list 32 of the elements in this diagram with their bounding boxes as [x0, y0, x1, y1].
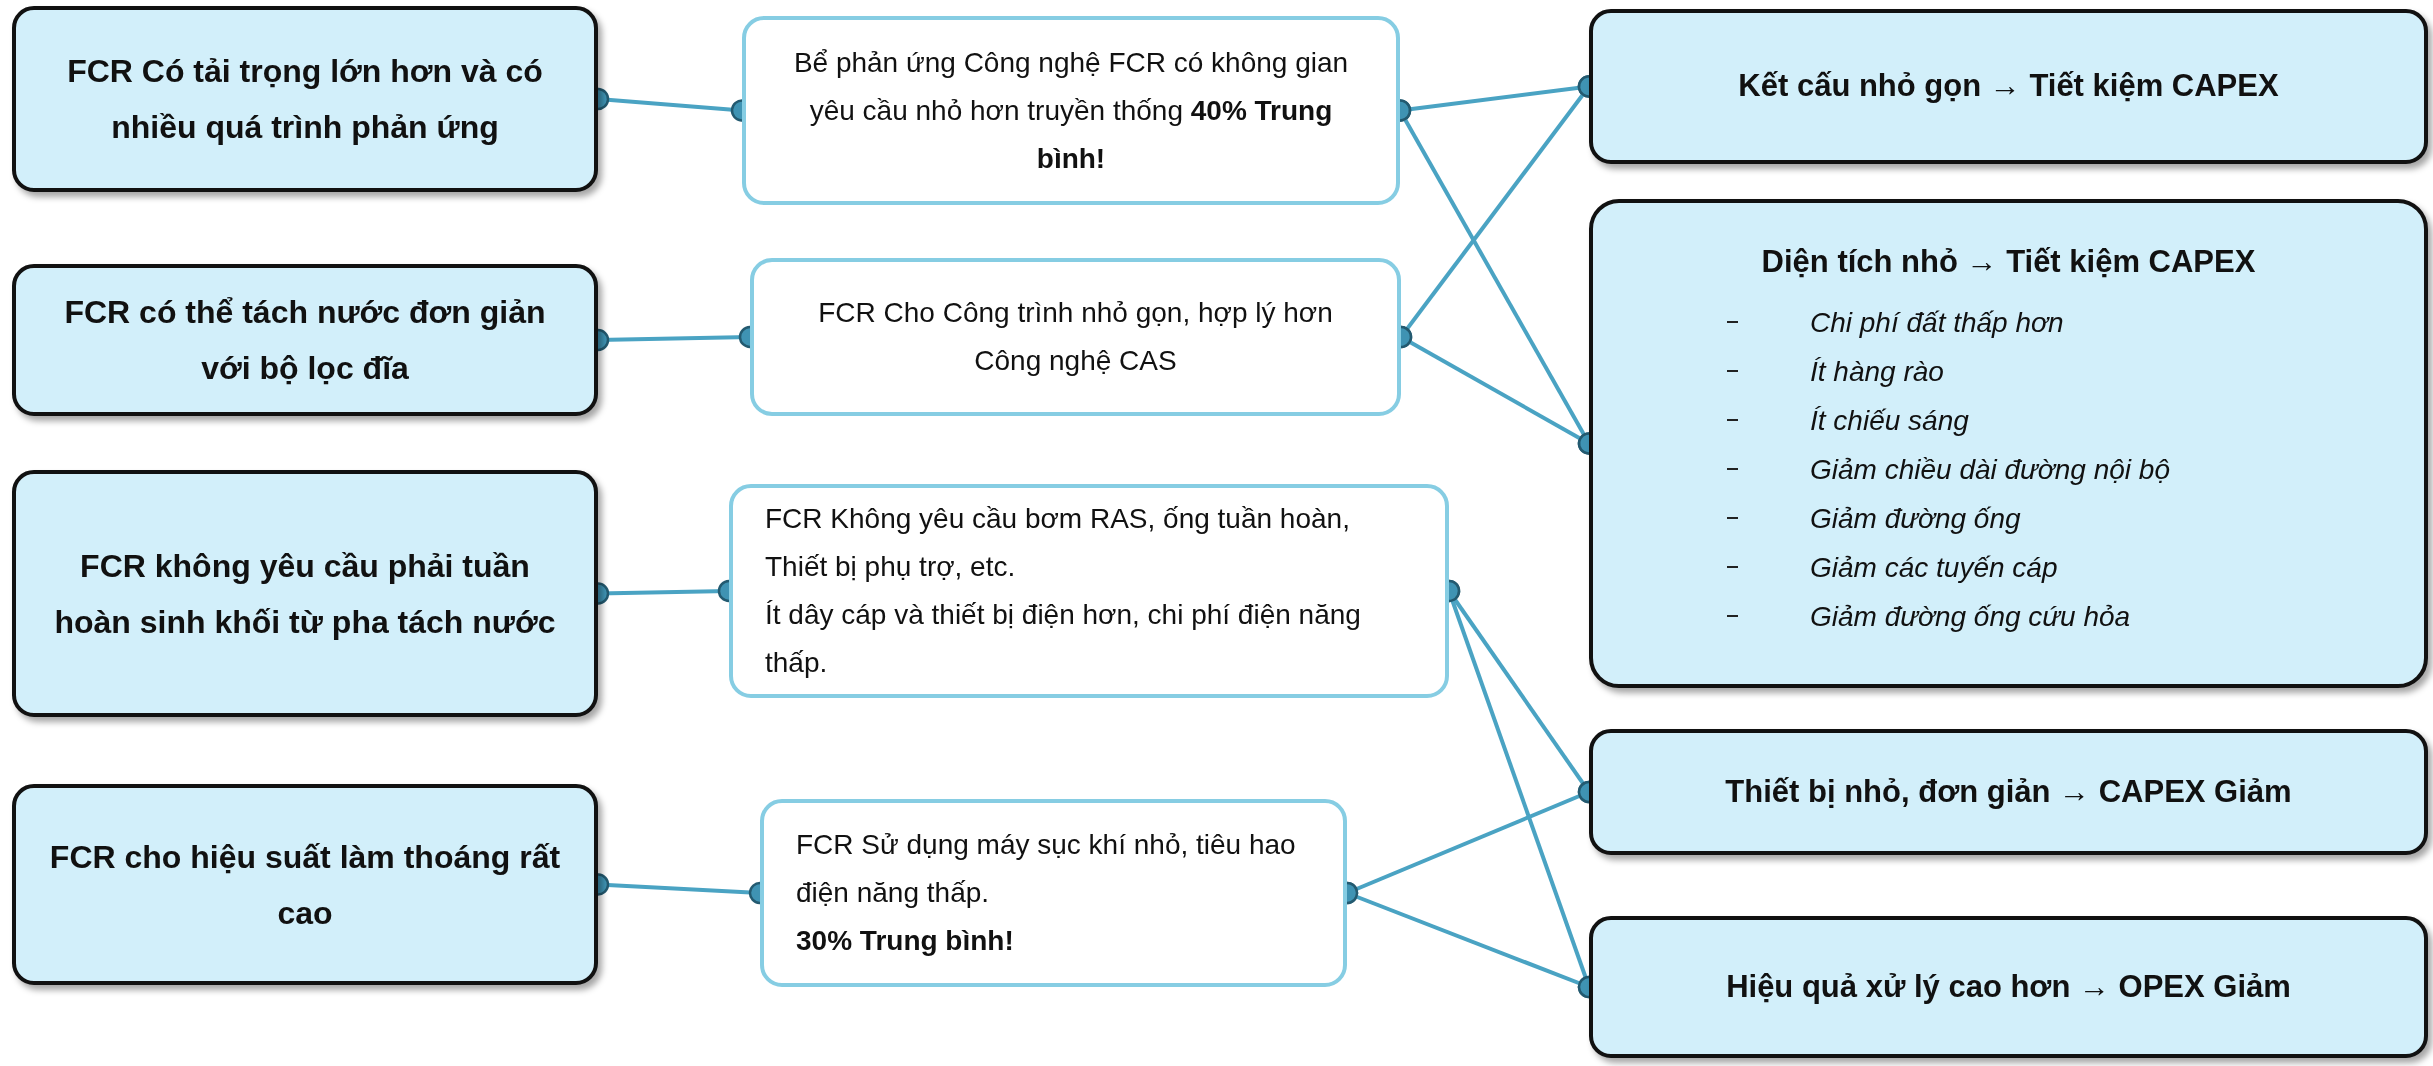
cause-box: [12, 264, 598, 416]
effect-text: Bể phản ứng Công nghệ FCR có không gian yêu cầu nhỏ hơn truyền thống 40% Trung bình!: [792, 45, 1350, 176]
benefit-text: Kết cấu nhỏ gọn → Tiết kiệm CAPEX: [1738, 67, 2279, 106]
benefit-text: Thiết bị nhỏ, đơn giản → CAPEX Giảm: [1725, 772, 2292, 811]
cause-text: FCR Có tải trọng lớn hơn và có nhiều quá trình phản ứng: [66, 52, 544, 147]
benefit-box: [1589, 9, 2428, 164]
benefit-box: [1589, 199, 2428, 688]
cause-text: FCR không yêu cầu phải tuần hoàn sinh khối từ pha tách nước: [53, 546, 557, 642]
cause-box: [12, 6, 598, 192]
effect-box: [750, 258, 1401, 416]
cause-box: [12, 784, 598, 985]
effect-text: FCR Sử dụng máy sục khí nhỏ, tiêu hao điện năng thấp. 30% Trung bình!: [796, 828, 1297, 958]
benefit-box: [1589, 729, 2428, 855]
effect-text: FCR Không yêu cầu bơm RAS, ống tuần hoàn, Thiết bị phụ trợ, etc.: [765, 502, 1351, 584]
list-item: Ít chiếu sáng: [1810, 403, 1969, 438]
benefit-heading: Diện tích nhỏ → Tiết kiệm CAPEX: [1760, 243, 2257, 281]
effect-box: [760, 799, 1347, 987]
benefit-box: [1589, 916, 2428, 1058]
cause-box: [12, 470, 598, 717]
list-item: Giảm đường ống: [1810, 501, 2021, 536]
cause-text: FCR cho hiệu suất làm thoáng rất cao: [48, 837, 562, 933]
list-item: Giảm đường ống cứu hỏa: [1810, 599, 2131, 634]
list-item: Ít hàng rào: [1810, 354, 1944, 389]
effect-box: [729, 484, 1449, 698]
effect-box: [742, 16, 1400, 205]
list-item: Giảm các tuyến cáp: [1810, 550, 2058, 585]
effect-text: Ít dây cáp và thiết bị điện hơn, chi phí điện năng thấp.: [765, 598, 1362, 680]
list-item: Chi phí đất thấp hơn: [1810, 305, 2064, 340]
list-item: Giảm chiều dài đường nội bộ: [1810, 452, 2170, 487]
effect-text: FCR Cho Công trình nhỏ gọn, hợp lý hơn Công nghệ CAS: [817, 296, 1334, 378]
benefit-text: Hiệu quả xử lý cao hơn → OPEX Giảm: [1726, 967, 2291, 1006]
cause-text: FCR có thể tách nước đơn giản với bộ lọc đĩa: [63, 293, 547, 388]
